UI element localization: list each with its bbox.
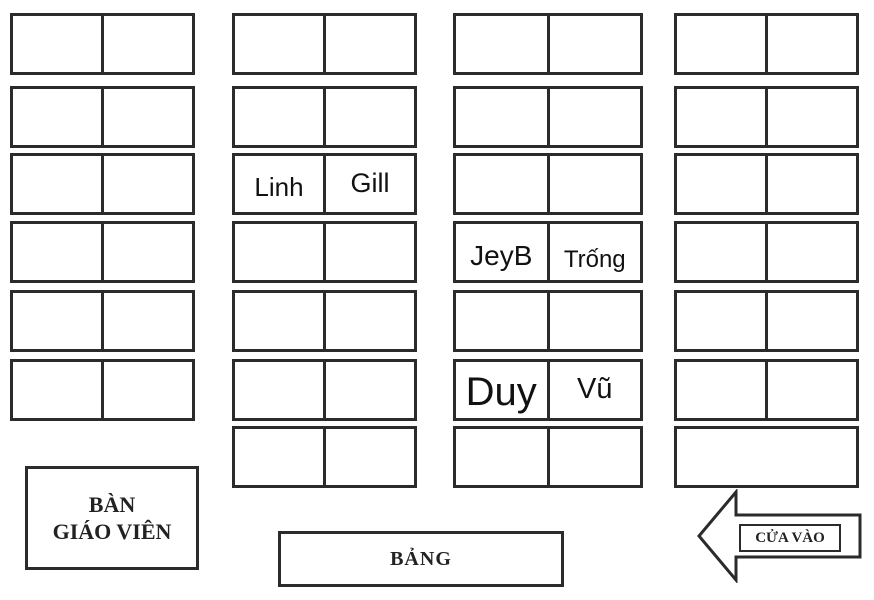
seat-left[interactable] — [677, 156, 765, 212]
student-name: Duy — [465, 369, 537, 414]
seat-left[interactable] — [456, 16, 547, 72]
seat-left[interactable] — [456, 293, 547, 349]
seat-duy[interactable]: Duy — [456, 362, 547, 418]
seat-right[interactable] — [323, 89, 414, 145]
seat-left[interactable] — [677, 293, 765, 349]
desk-col4-r6 — [674, 359, 859, 421]
seat-right[interactable] — [101, 362, 192, 418]
desk-col2-r5 — [232, 290, 417, 352]
seat-left[interactable] — [13, 156, 101, 212]
seat-right[interactable] — [546, 156, 641, 212]
seat-right[interactable] — [323, 224, 414, 280]
seat-left[interactable] — [235, 224, 323, 280]
desk-col1-r2 — [10, 86, 195, 148]
seat-left[interactable] — [677, 224, 765, 280]
student-name: Gill — [350, 167, 390, 198]
seat-right[interactable] — [101, 16, 192, 72]
desk-col2-r3: Linh Gill — [232, 153, 417, 215]
seat-left[interactable] — [13, 224, 101, 280]
seat-left[interactable] — [677, 16, 765, 72]
seat-status: Trống — [563, 246, 626, 273]
seat-right[interactable] — [101, 156, 192, 212]
seat-right[interactable] — [765, 362, 856, 418]
teacher-desk-label-line1: BÀN — [88, 492, 136, 517]
desk-col3-r3 — [453, 153, 643, 215]
seat-right[interactable] — [323, 429, 414, 485]
seat-right[interactable] — [323, 16, 414, 72]
desk-col1-r1 — [10, 13, 195, 75]
seat-right[interactable] — [546, 89, 641, 145]
seat-right[interactable] — [101, 224, 192, 280]
seat-left[interactable] — [235, 293, 323, 349]
desk-col1-r3 — [10, 153, 195, 215]
desk-col3-r1 — [453, 13, 643, 75]
seat-empty[interactable]: Trống — [546, 224, 641, 280]
seat-right[interactable] — [765, 156, 856, 212]
seat-linh[interactable]: Linh — [235, 156, 323, 212]
seat-right[interactable] — [101, 89, 192, 145]
seat-right[interactable] — [323, 293, 414, 349]
desk-col1-r4 — [10, 221, 195, 283]
desk-col3-r4: JeyB Trống — [453, 221, 643, 283]
seat-left[interactable] — [235, 89, 323, 145]
teacher-desk-label-line2: GIÁO VIÊN — [52, 519, 172, 544]
desk-col2-r1 — [232, 13, 417, 75]
teacher-desk: BÀN GIÁO VIÊN — [25, 466, 199, 570]
seat-left[interactable] — [235, 362, 323, 418]
seat-left[interactable] — [13, 293, 101, 349]
desk-col1-r5 — [10, 290, 195, 352]
student-name: JeyB — [470, 240, 533, 271]
seat-right[interactable] — [546, 16, 641, 72]
desk-col2-r2 — [232, 86, 417, 148]
desk-col4-r7 — [674, 426, 859, 488]
seat-jeyb[interactable]: JeyB — [456, 224, 547, 280]
desk-col3-r5 — [453, 290, 643, 352]
seat-left[interactable] — [235, 16, 323, 72]
student-name: Linh — [254, 171, 304, 202]
seat-left[interactable] — [235, 429, 323, 485]
desk-col4-r3 — [674, 153, 859, 215]
seat-left[interactable] — [13, 16, 101, 72]
desk-col3-r7 — [453, 426, 643, 488]
student-name: Vũ — [577, 372, 613, 405]
desk-col1-r6 — [10, 359, 195, 421]
seat-right[interactable] — [323, 362, 414, 418]
desk-col4-r1 — [674, 13, 859, 75]
seat-left[interactable] — [677, 362, 765, 418]
desk-col3-r2 — [453, 86, 643, 148]
desk-col4-r4 — [674, 221, 859, 283]
seat-right[interactable] — [546, 293, 641, 349]
seat-right[interactable] — [765, 16, 856, 72]
desk-col4-r5 — [674, 290, 859, 352]
seat-left[interactable] — [13, 89, 101, 145]
seat-left[interactable] — [13, 362, 101, 418]
seat-vu[interactable]: Vũ — [546, 362, 641, 418]
seat-gill[interactable]: Gill — [323, 156, 414, 212]
seat-left[interactable] — [456, 89, 547, 145]
desk-col4-r2 — [674, 86, 859, 148]
seat-right[interactable] — [765, 224, 856, 280]
blackboard: BẢNG — [278, 531, 564, 587]
seat-left[interactable] — [456, 429, 547, 485]
seat-right[interactable] — [546, 429, 641, 485]
door-label: CỬA VÀO — [755, 529, 825, 546]
seat-right[interactable] — [765, 89, 856, 145]
desk-col2-r6 — [232, 359, 417, 421]
entrance-arrow-icon — [697, 489, 862, 583]
board-label: BẢNG — [390, 547, 452, 570]
seat-left[interactable] — [677, 89, 765, 145]
seat-left[interactable] — [456, 156, 547, 212]
seat-right[interactable] — [101, 293, 192, 349]
desk-col3-r6: Duy Vũ — [453, 359, 643, 421]
seat-single[interactable] — [677, 429, 856, 485]
desk-col2-r4 — [232, 221, 417, 283]
desk-col2-r7 — [232, 426, 417, 488]
seat-right[interactable] — [765, 293, 856, 349]
